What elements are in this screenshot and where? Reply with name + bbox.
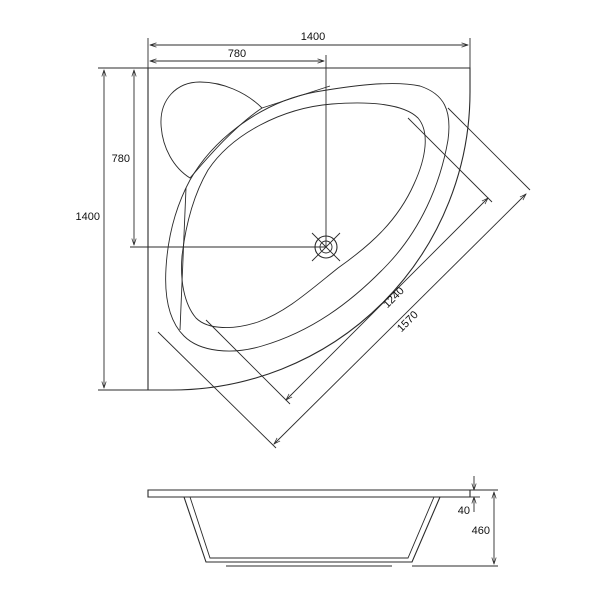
dim-diagonal-inner-label: 1240: [381, 285, 407, 311]
ext-line-diag-inner-top: [407, 117, 493, 203]
top-view: 1400 780 1400 780 1240 1570: [76, 31, 531, 449]
dim-half-height-label: 780: [112, 153, 130, 165]
dim-line-diagonal-outer: [274, 194, 526, 444]
dim-width-label: 1400: [301, 31, 325, 43]
ext-line-diag-outer-top: [447, 107, 531, 191]
dim-half-width-label: 780: [228, 48, 246, 60]
side-view: 40 460: [147, 476, 498, 567]
basin-outer-rim: [165, 83, 450, 352]
rim-edge-line-top: [261, 85, 331, 109]
ext-line-diag-outer-bottom: [157, 331, 277, 449]
tub-outline: [147, 67, 471, 391]
side-inner-wall: [189, 496, 435, 559]
side-rim: [147, 489, 471, 498]
dim-height-label: 1400: [76, 211, 100, 223]
dim-depth-label: 460: [472, 525, 490, 537]
dim-diagonal-outer-label: 1570: [395, 309, 421, 335]
rim-edge-line-left: [179, 187, 187, 331]
headrest: [160, 81, 263, 179]
dim-rim-label: 40: [458, 505, 470, 517]
side-body: [183, 496, 441, 563]
